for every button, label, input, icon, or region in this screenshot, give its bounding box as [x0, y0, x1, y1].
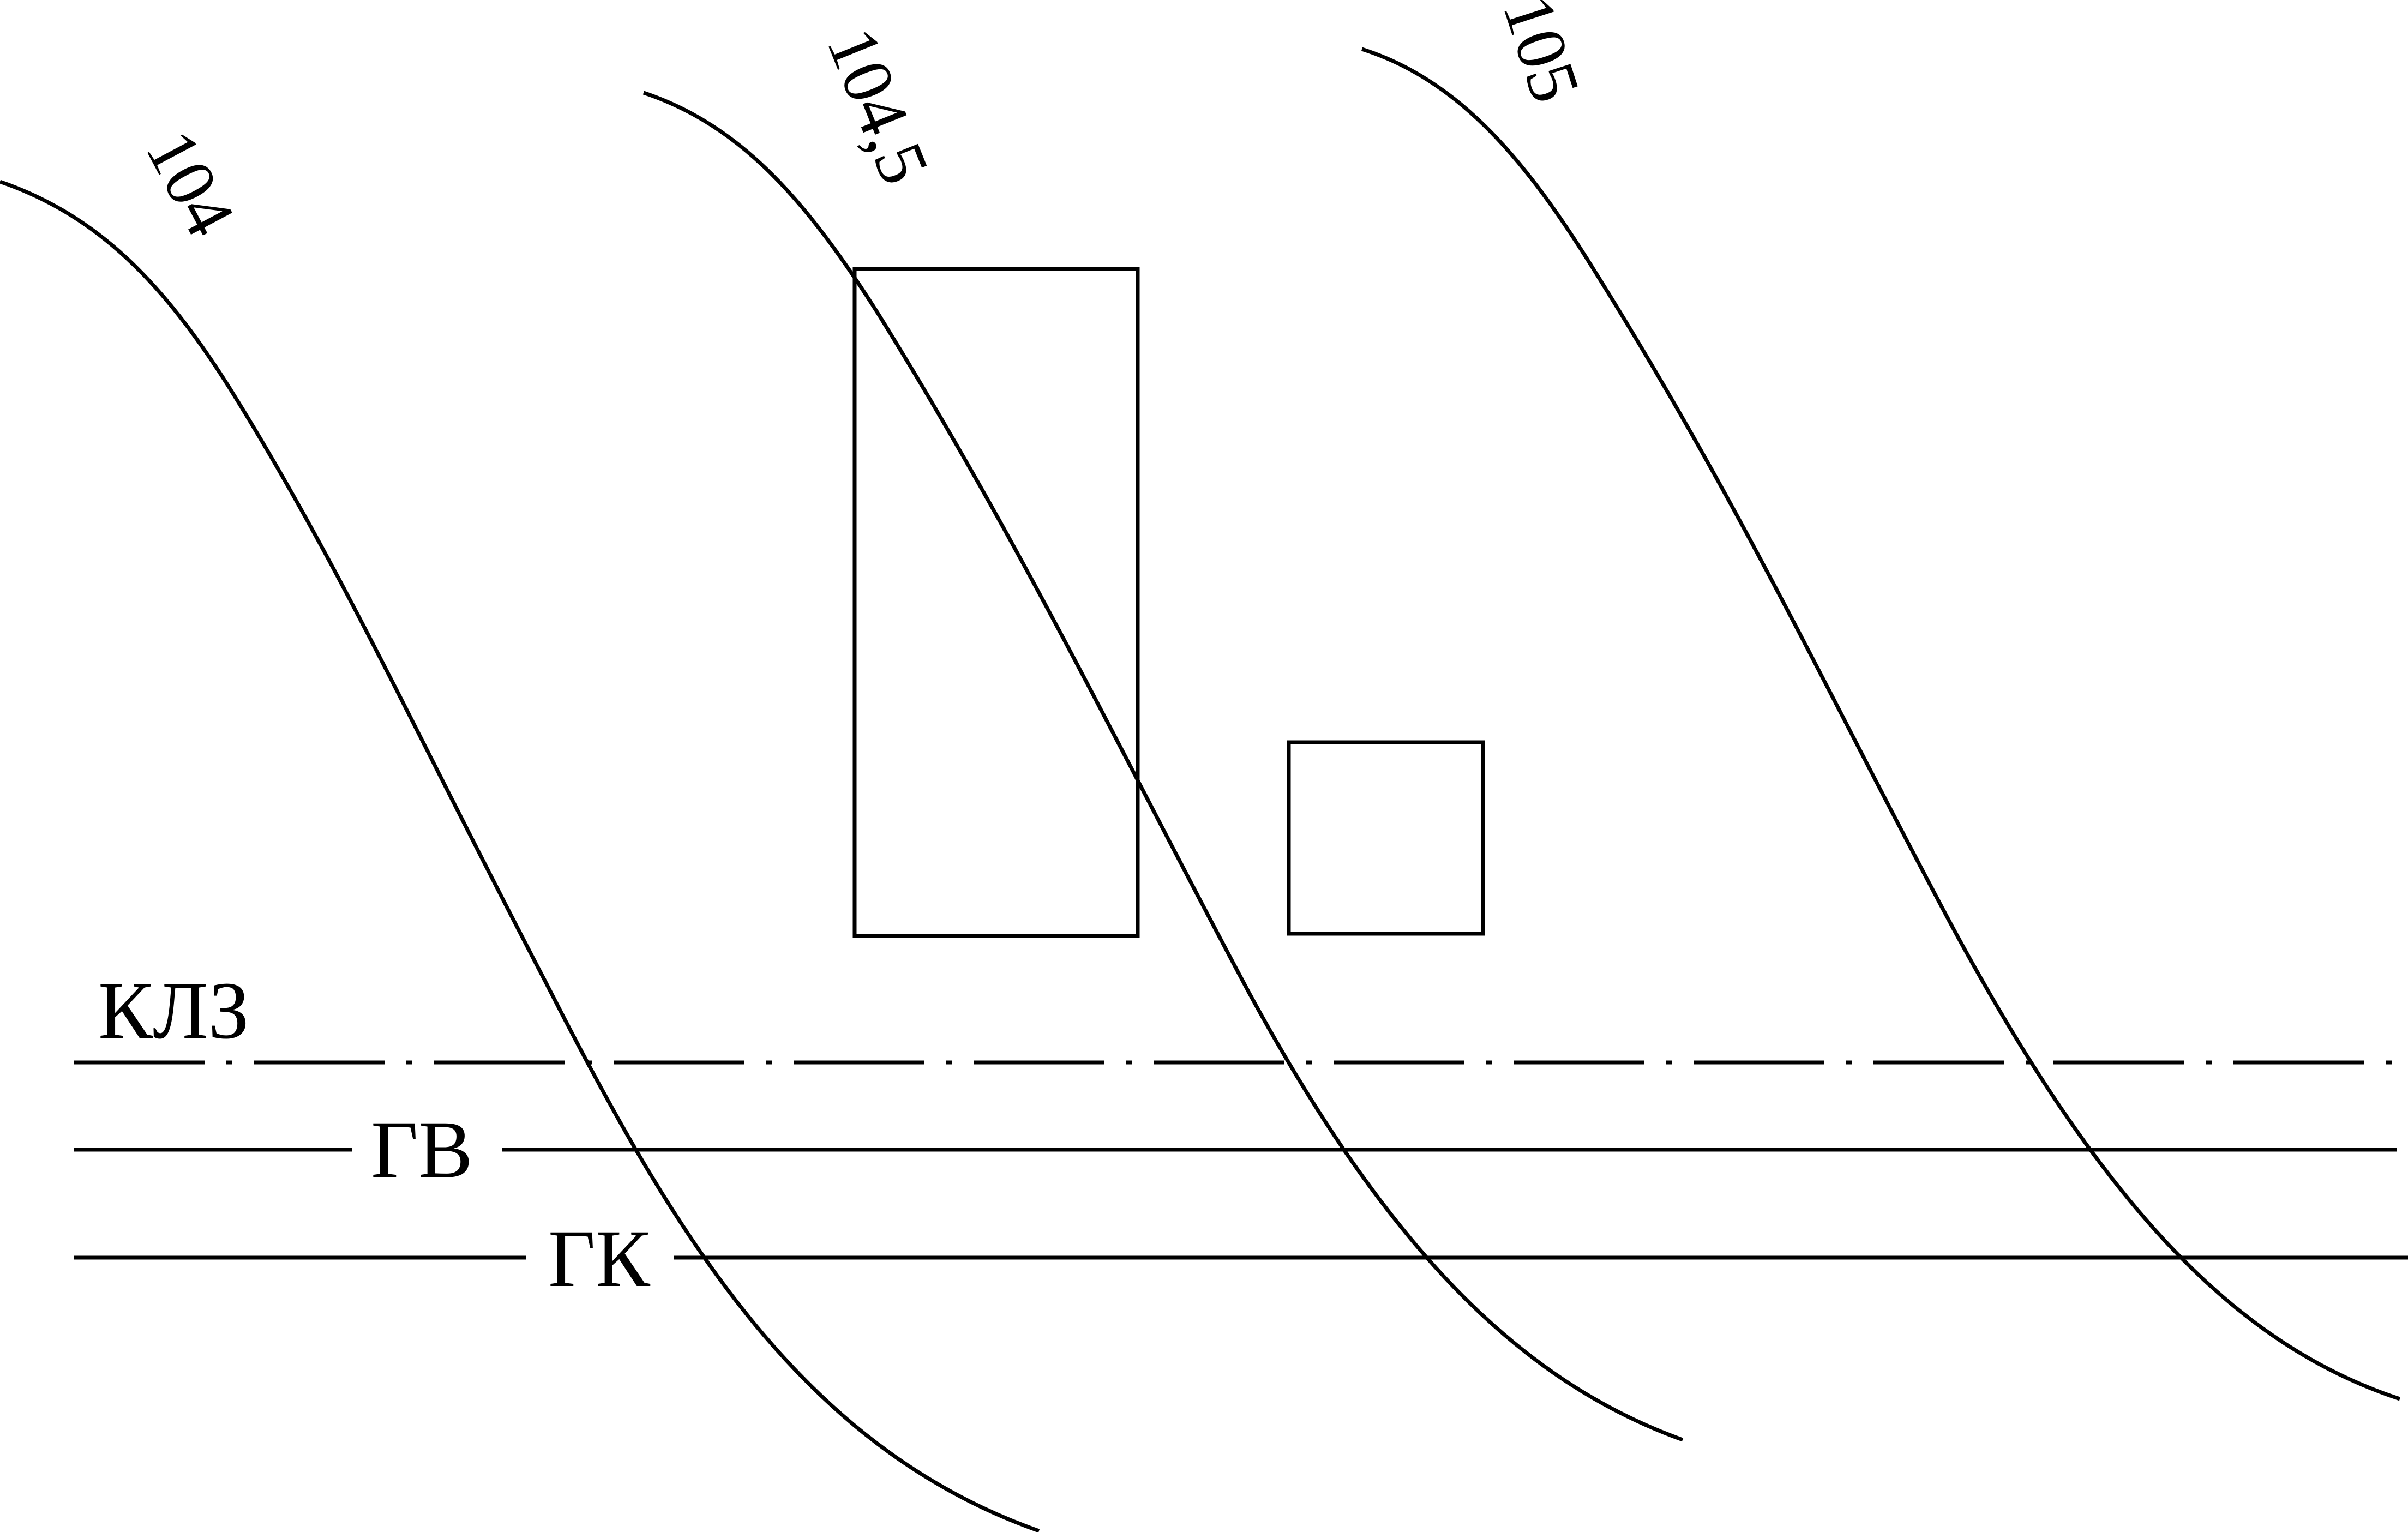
contour-104-label: 104 [130, 118, 250, 249]
contour-104 [0, 179, 1040, 1532]
large-building-rect [852, 267, 1140, 938]
contour-105-label: 105 [1487, 0, 1595, 111]
small-building-rect [1287, 740, 1485, 936]
contour-104-5 [642, 91, 1684, 1442]
gk-label: ГК [548, 1213, 651, 1304]
gv-label: ГВ [371, 1104, 473, 1195]
klz-label: КЛЗ [98, 965, 249, 1056]
contour-104-5-label: 104,5 [812, 17, 944, 195]
gk-label-gap [526, 1222, 674, 1293]
contour-105 [1361, 47, 2401, 1401]
gv-label-gap [352, 1113, 502, 1183]
